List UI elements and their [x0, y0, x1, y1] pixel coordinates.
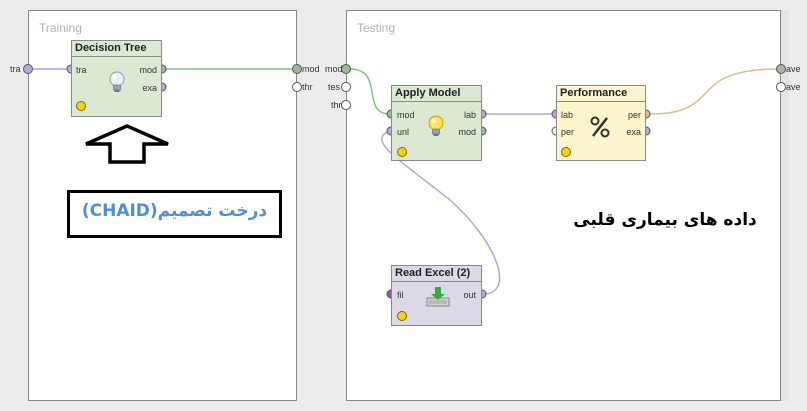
testing-input-label-thr: thr	[331, 100, 342, 110]
testing-input-label-mod: mod	[325, 64, 343, 74]
testing-input-port-tes[interactable]	[341, 82, 351, 92]
apply-model-title: Apply Model	[392, 86, 481, 102]
testing-input-port-mod[interactable]	[341, 64, 351, 74]
performance-label-exa: exa	[626, 127, 641, 137]
read-excel-label-out: out	[463, 290, 476, 300]
lightbulb-icon	[109, 71, 125, 92]
testing-input-port-thr[interactable]	[341, 100, 351, 110]
import-data-icon	[426, 287, 450, 307]
decision-tree-operator[interactable]: Decision Tree tra mod exa	[71, 40, 162, 117]
testing-panel-title: Testing	[357, 21, 396, 35]
read-excel-title: Read Excel (2)	[392, 266, 481, 282]
training-output-label-mod: mod	[302, 64, 320, 74]
training-input-label-tra: tra	[10, 64, 21, 74]
training-input-port-tra[interactable]	[23, 64, 33, 74]
training-output-label-thr: thr	[302, 82, 313, 92]
vertical-scrollbar[interactable]	[781, 10, 789, 401]
apply-model-status-indicator	[397, 147, 407, 157]
performance-title: Performance	[557, 86, 645, 102]
percent-icon	[590, 116, 610, 138]
performance-label-lab: lab	[561, 110, 574, 120]
chaid-note-box: درخت تصمیم(CHAID)	[67, 190, 282, 238]
decision-tree-status-indicator	[76, 101, 86, 111]
testing-input-label-tes: tes	[328, 82, 341, 92]
read-excel-status-indicator	[397, 311, 407, 321]
apply-model-label-mod: mod	[397, 110, 415, 120]
decision-tree-label-mod: mod	[139, 65, 157, 75]
lightbulb-icon	[428, 115, 444, 136]
performance-operator[interactable]: Performance lab per per exa	[556, 85, 646, 161]
testing-output-port-ave-2[interactable]	[776, 82, 786, 92]
apply-model-label-unl: unl	[397, 127, 410, 137]
training-panel-title: Training	[39, 21, 82, 35]
read-excel-operator[interactable]: Read Excel (2) fil out	[391, 265, 482, 326]
apply-model-operator[interactable]: Apply Model mod unl lab mod	[391, 85, 482, 161]
testing-output-label-ave-1: ave	[786, 64, 801, 74]
wire-performance-to-output	[649, 68, 779, 115]
testing-output-port-ave-1[interactable]	[776, 64, 786, 74]
wire-mod-to-apply	[349, 68, 391, 115]
apply-model-label-mod-out: mod	[458, 127, 476, 137]
training-output-port-mod[interactable]	[292, 64, 302, 74]
performance-label-per: per	[561, 127, 575, 137]
performance-status-indicator	[561, 147, 571, 157]
performance-label-per-out: per	[627, 110, 641, 120]
chaid-note-text: درخت تصمیم(CHAID)	[81, 201, 268, 221]
testing-panel: Testing	[346, 10, 781, 401]
decision-tree-label-tra: tra	[76, 65, 87, 75]
up-arrow-icon	[85, 124, 169, 164]
testing-output-label-ave-2: ave	[786, 82, 801, 92]
read-excel-label-fil: fil	[397, 290, 404, 300]
decision-tree-title: Decision Tree	[72, 41, 161, 57]
decision-tree-label-exa: exa	[142, 83, 157, 93]
up-arrow-annotation	[84, 124, 170, 169]
apply-model-label-lab: lab	[463, 110, 476, 120]
dataset-label: داده های بیماری قلبی	[573, 210, 757, 230]
wire-excel-out-to-unl	[381, 130, 501, 295]
training-output-port-thr[interactable]	[292, 82, 302, 92]
